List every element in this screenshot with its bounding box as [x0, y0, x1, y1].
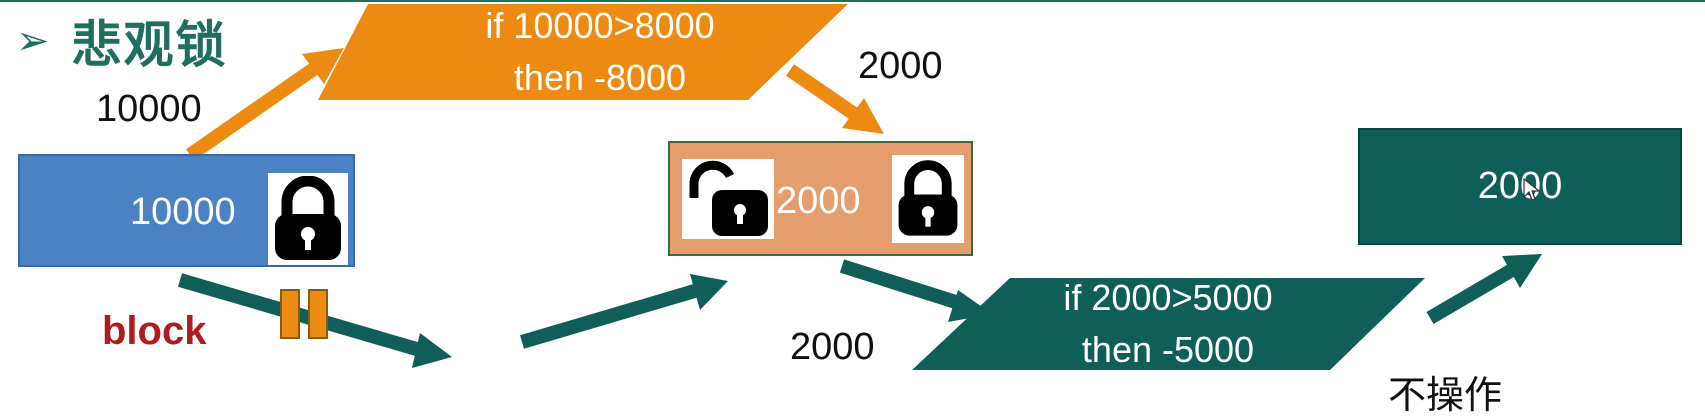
arrow-to-bottom-condition	[839, 259, 992, 322]
arrow-to-condition	[186, 48, 344, 161]
no-operation-label: 不操作	[1388, 373, 1503, 417]
page-title: 悲观锁	[71, 16, 228, 74]
bullet-arrow-icon: ➢	[16, 19, 50, 63]
condition-bottom-shape	[912, 278, 1425, 370]
result-top-label: 2000	[858, 45, 943, 87]
condition-bottom-text: if 2000>5000 then -5000	[968, 272, 1368, 376]
unlocked-padlock-icon	[682, 159, 774, 239]
top-rule	[0, 0, 1705, 2]
slide-title: ➢ 悲观锁	[16, 6, 228, 76]
condition-bottom-line2: then -5000	[1081, 329, 1255, 370]
balance-start-label: 10000	[96, 88, 202, 130]
balance-box-right-value: 2000	[1477, 165, 1563, 207]
arrow-to-right-box	[1426, 254, 1542, 325]
balance-bottom-label: 2000	[790, 326, 875, 368]
condition-top-shape	[318, 4, 848, 100]
locked-padlock-icon	[268, 173, 348, 265]
locked-padlock-icon	[892, 155, 964, 243]
balance-box-right: 2000	[1358, 128, 1682, 245]
arrow-to-middle-box	[786, 64, 884, 134]
balance-box-left: 10000	[18, 154, 355, 267]
condition-bottom-line1: if 2000>5000	[1063, 277, 1273, 318]
balance-box-middle-value: 2000	[776, 180, 861, 222]
balance-box-middle: 2000	[668, 141, 973, 256]
pause-icon	[280, 289, 328, 339]
balance-box-left-value: 10000	[130, 191, 236, 233]
condition-top-line2: then -8000	[513, 57, 687, 98]
condition-top-text: if 10000>8000 then -8000	[380, 0, 820, 104]
condition-top-line1: if 10000>8000	[485, 5, 715, 46]
mouse-cursor-icon	[1523, 178, 1541, 201]
arrow-resume	[520, 274, 728, 349]
block-label: block	[102, 309, 207, 353]
